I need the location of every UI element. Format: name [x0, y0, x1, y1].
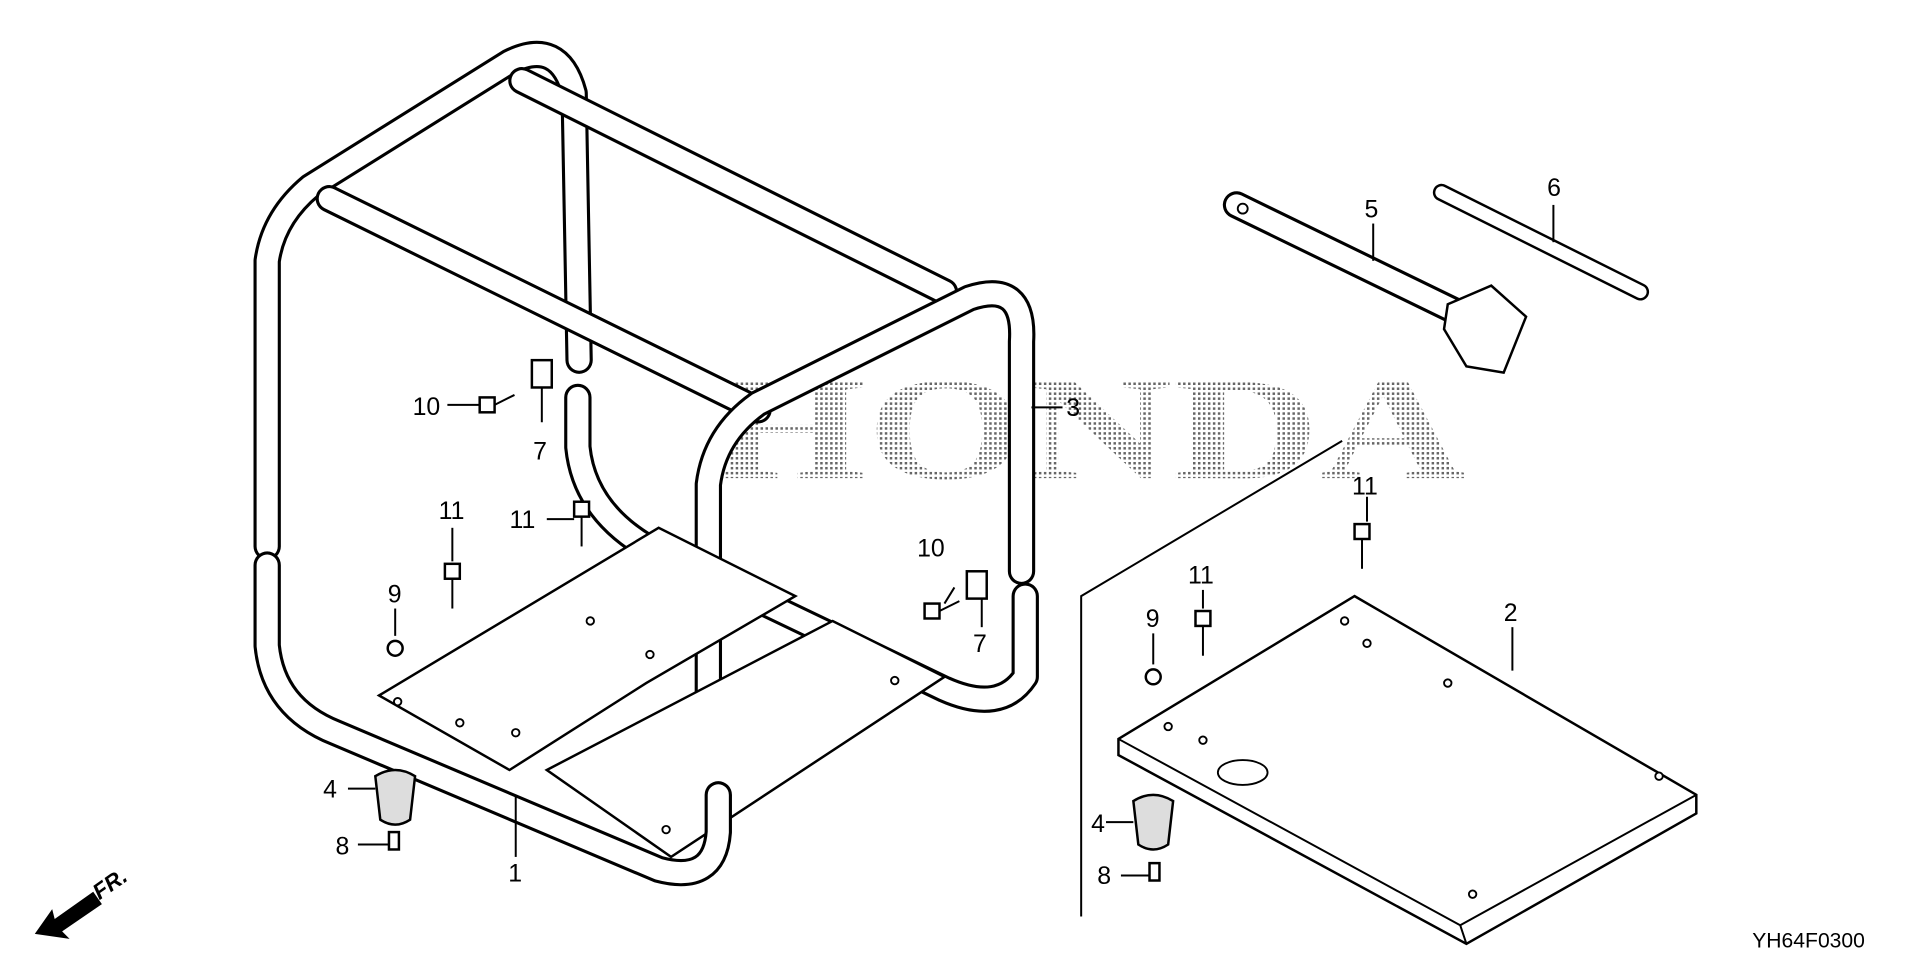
bolt-icons	[386, 358, 1371, 882]
label-part-3: 3	[1066, 395, 1080, 422]
label-part-4: 4	[323, 776, 337, 803]
base-plate	[1117, 594, 1698, 946]
rod-tool	[1432, 183, 1650, 301]
label-part-10: 10	[413, 394, 441, 421]
frame-tubes	[253, 40, 1039, 887]
label-part-1: 1	[508, 861, 522, 888]
label-part-11: 11	[439, 498, 465, 525]
rubber-mount-icon	[373, 768, 1175, 851]
label-part-9: 9	[1146, 606, 1160, 633]
label-part-4: 4	[1091, 811, 1105, 838]
label-part-11: 11	[510, 507, 536, 534]
label-part-2: 2	[1504, 600, 1518, 627]
label-part-5: 5	[1365, 196, 1379, 223]
label-part-8: 8	[1097, 863, 1111, 890]
label-part-11: 11	[1352, 473, 1378, 500]
leader-lines	[347, 204, 1555, 877]
label-part-10: 10	[917, 535, 945, 562]
label-part-7: 7	[973, 631, 987, 658]
label-part-11: 11	[1188, 563, 1214, 590]
section-divider	[1080, 440, 1343, 917]
label-part-7: 7	[533, 439, 547, 466]
label-part-8: 8	[336, 833, 350, 860]
label-part-9: 9	[388, 581, 402, 608]
figure-code: YH64F0300	[1752, 930, 1865, 953]
label-part-6: 6	[1547, 175, 1561, 202]
front-direction-arrow-icon	[34, 891, 102, 939]
wrench-tool	[1222, 191, 1528, 374]
